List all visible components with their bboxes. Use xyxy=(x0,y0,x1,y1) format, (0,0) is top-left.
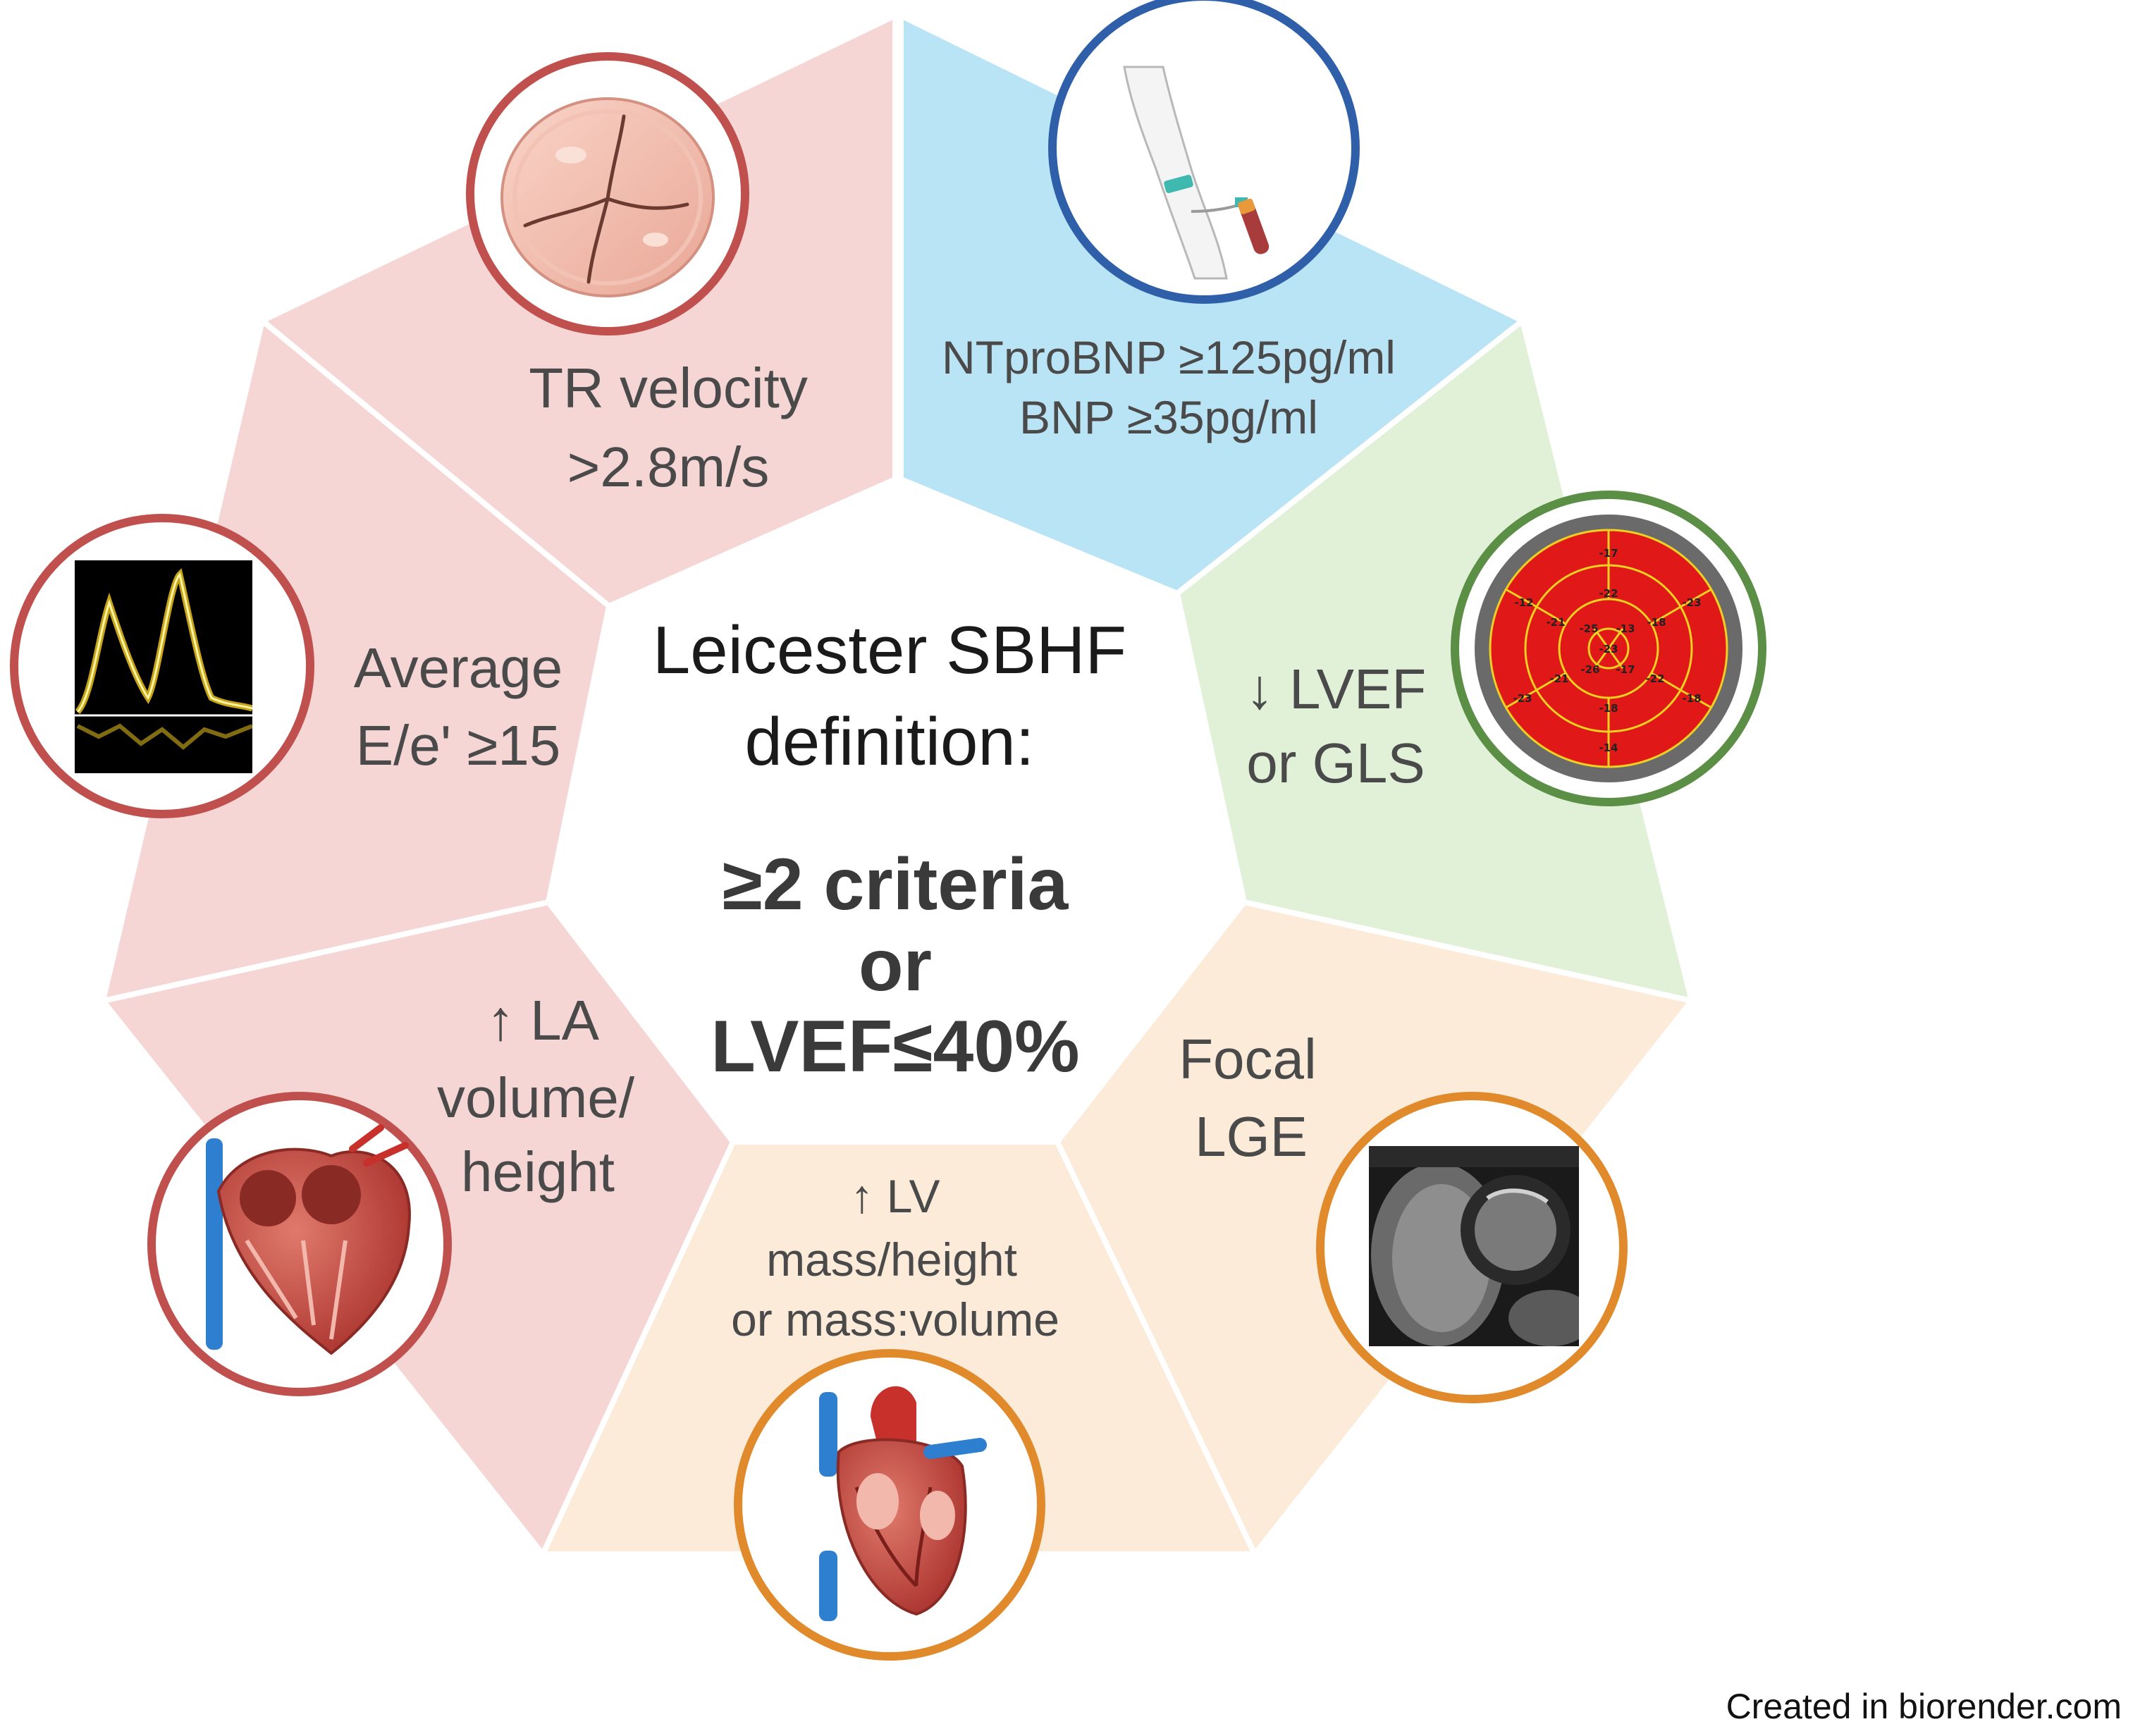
label-la-volume: ↑ LA volume/ height xyxy=(437,989,635,1203)
center-title-line2: definition: xyxy=(745,704,1035,780)
bullseye-seg-4: -23 xyxy=(1682,596,1701,609)
label-lvef-gls: ↓ LVEF or GLS xyxy=(1246,658,1426,794)
svg-text:>2.8m/s: >2.8m/s xyxy=(567,436,770,498)
svg-text:BNP ≥35pg/ml: BNP ≥35pg/ml xyxy=(1019,391,1318,443)
center-panel xyxy=(548,479,1244,1142)
heart-valve-icon xyxy=(466,52,749,335)
bullseye-seg-16: -18 xyxy=(1682,692,1701,705)
bullseye-seg-15: -18 xyxy=(1599,702,1618,715)
svg-text:↑ LV: ↑ LV xyxy=(850,1170,940,1222)
svg-text:↑ LA: ↑ LA xyxy=(486,989,600,1052)
bullseye-seg-3: -12 xyxy=(1514,596,1533,609)
svg-text:Average: Average xyxy=(354,636,563,699)
bullseye-seg-9: -23 xyxy=(1599,643,1618,655)
blood-draw-arm-icon xyxy=(1048,0,1360,304)
bullseye-seg-11: -21 xyxy=(1549,672,1568,685)
bullseye-strain-map-icon: -17 -22 -12 -23 -21 -25 -13 -18 -23 -17 … xyxy=(1451,491,1766,806)
bullseye-seg-10: -17 xyxy=(1616,663,1635,676)
center-definition: Leicester SBHF definition: ≥2 criteria o… xyxy=(653,612,1126,1088)
bullseye-seg-14: -23 xyxy=(1513,692,1532,705)
svg-text:Focal: Focal xyxy=(1179,1028,1317,1090)
svg-text:volume/: volume/ xyxy=(437,1066,635,1129)
cardiac-mri-icon xyxy=(1316,1092,1628,1403)
bullseye-seg-8: -18 xyxy=(1647,616,1666,629)
bullseye-seg-1: -17 xyxy=(1599,547,1618,560)
bullseye-seg-6: -25 xyxy=(1579,622,1598,635)
bullseye-seg-13: -22 xyxy=(1645,672,1664,685)
bullseye-seg-5: -21 xyxy=(1546,616,1565,629)
svg-text:TR velocity: TR velocity xyxy=(529,357,808,419)
svg-text:or mass:volume: or mass:volume xyxy=(731,1293,1059,1346)
heart-cross-section-icon xyxy=(147,1092,452,1396)
bullseye-seg-12: -26 xyxy=(1580,663,1599,676)
svg-text:mass/height: mass/height xyxy=(766,1233,1017,1286)
label-lv-mass: ↑ LV mass/height or mass:volume xyxy=(731,1170,1059,1346)
center-or: or xyxy=(859,925,932,1006)
label-bnp: NTproBNP ≥125pg/ml BNP ≥35pg/ml xyxy=(942,331,1396,443)
label-ee-ratio: Average E/e' ≥15 xyxy=(354,636,563,777)
credit-text: Created in biorender.com xyxy=(1726,1687,2122,1726)
bullseye-seg-7: -13 xyxy=(1616,622,1635,635)
bullseye-seg-2: -22 xyxy=(1599,587,1618,600)
center-title-line1: Leicester SBHF xyxy=(653,612,1126,688)
doppler-waveform-icon xyxy=(10,514,314,818)
svg-text:NTproBNP ≥125pg/ml: NTproBNP ≥125pg/ml xyxy=(942,331,1396,383)
center-lvef-threshold: LVEF≤40% xyxy=(711,1006,1079,1088)
svg-text:height: height xyxy=(461,1140,615,1203)
svg-text:E/e' ≥15: E/e' ≥15 xyxy=(356,714,560,777)
svg-text:LGE: LGE xyxy=(1195,1105,1308,1168)
svg-text:↓ LVEF: ↓ LVEF xyxy=(1246,658,1426,720)
bullseye-seg-17: -14 xyxy=(1599,741,1618,754)
heart-anatomy-icon xyxy=(734,1349,1045,1661)
label-tr-velocity: TR velocity >2.8m/s xyxy=(529,357,808,498)
svg-text:or GLS: or GLS xyxy=(1246,732,1425,794)
center-criteria-count: ≥2 criteria xyxy=(723,844,1069,925)
label-focal-lge: Focal LGE xyxy=(1179,1028,1317,1168)
